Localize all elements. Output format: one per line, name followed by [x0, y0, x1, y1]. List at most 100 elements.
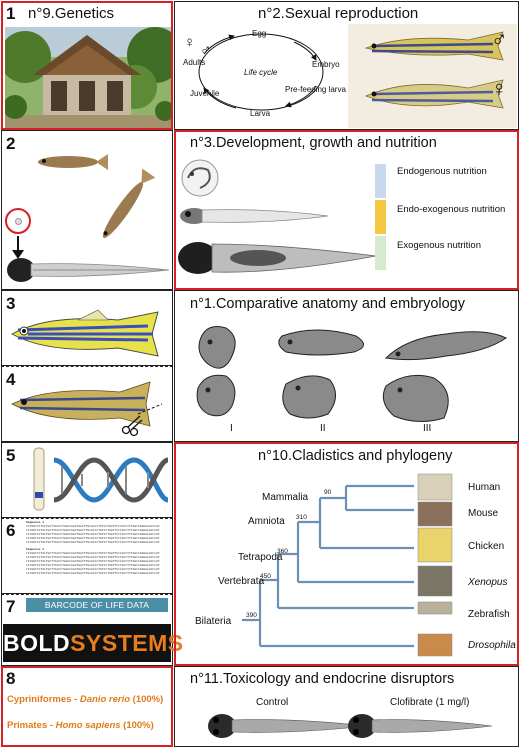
clade-amniota: Amniota: [248, 516, 285, 527]
age-vertebrata: 450: [260, 573, 271, 580]
stage-adults: Adults: [183, 58, 206, 67]
embryo-stage: [181, 159, 219, 197]
clofibrate-larva: [348, 714, 493, 738]
embryo-III-bottom: [382, 374, 449, 422]
embryo-II-top: [278, 329, 364, 356]
divider-5-6: [1, 518, 173, 519]
barcode-result-human: Primates - Homo sapiens (100%): [7, 720, 154, 731]
adult-fish-top: [38, 154, 108, 170]
divider-3-4: [1, 366, 173, 367]
dna-tube-and-helix: [33, 447, 169, 511]
legend-swatch-endo-exogenous: [375, 200, 386, 234]
embryo-III-top: [384, 331, 507, 361]
scissors-icon: [121, 403, 163, 437]
taxon-drosophila: Drosophila: [468, 640, 516, 651]
stage-larva: Larva: [250, 109, 271, 118]
bold-systems-logo: BOLDSYSTEMS: [3, 624, 183, 662]
age-tetrapoda: 360: [277, 548, 288, 555]
taxon-chicken: Chicken: [468, 541, 505, 552]
panel-barcode-results: [1, 666, 173, 747]
panel-5-number: 5: [6, 446, 16, 465]
sequence-line: CCTAGTCCTACTGCTTACCCTAGCCGGCTGACTTGCACCC…: [26, 536, 160, 540]
zebrafish-thumb-image: [417, 601, 453, 615]
cladistics-title: n°10.Cladistics and phylogeny: [258, 448, 453, 464]
taxon-mouse: Mouse: [468, 508, 499, 519]
bold-logo-right: SYSTEMS: [70, 630, 184, 656]
panel-1-number: 1: [6, 4, 16, 23]
development-stages-images: [178, 159, 377, 274]
age-bilateria: 390: [246, 612, 257, 619]
sequence-line: CCTAGTCCTACTGCTTACCCTAGCCGGCTGACTTGCACCC…: [26, 532, 160, 536]
embryo-I-top: [198, 326, 236, 369]
sequence-line: CCTAGTCCTACTGCTTACCCTAGCCGGCTGACTTGCACCC…: [26, 559, 160, 563]
embryo-II-bottom: [282, 375, 336, 419]
egg-dot: [15, 218, 22, 225]
panel-3: [1, 290, 173, 366]
toxicology-larvae-images: [208, 714, 493, 738]
sequence-header-2: Sequence 2: [26, 547, 45, 551]
adult-fish-diagonal: [102, 168, 156, 239]
clade-bilateria: Bilateria: [195, 616, 232, 627]
stage-prefeeding-larva: Pre-feeding larva: [285, 85, 346, 94]
stage-egg: Egg: [252, 29, 267, 38]
sequence-line: CCTAGTCCTACTGCTTACCCTAGCCGGCTGACTTGCACCC…: [26, 551, 160, 555]
control-larva: [208, 714, 367, 738]
age-mammalia: 90: [324, 489, 332, 496]
control-label: Control: [256, 697, 289, 708]
mouse-image: [417, 501, 453, 527]
clofibrate-label: Clofibrate (1 mg/l): [390, 697, 470, 708]
taxon-zebrafish: Zebrafish: [468, 609, 510, 620]
panel-7: [1, 594, 173, 666]
house-image: [5, 27, 171, 128]
stage-embryo: Embryo: [312, 60, 340, 69]
sequence-line: CCTAGTCCTACTGCTTACCCTAGCCGGCTGACTTGCACCC…: [26, 563, 160, 567]
legend-label-exogenous: Exogenous nutrition: [397, 240, 481, 251]
house-photo: [5, 27, 171, 128]
divider-6-7: [1, 594, 173, 595]
bold-logo-left: BOLD: [3, 630, 71, 656]
sequence-line: CCTAGTCCTACTGCTTACCCTAGCCGGCTGACTTGCACCC…: [26, 524, 160, 528]
sequence-line: CCTAGTCCTACTGCTTACCCTAGCCGGCTGACTTGCACCC…: [26, 540, 160, 544]
panel-8-number: 8: [6, 669, 16, 688]
bold-banner: BARCODE OF LIFE DATA SYSTEM: [26, 598, 168, 624]
panel-sexual-reproduction: [174, 1, 519, 130]
sequence-line: CCTAGTCCTACTGCTTACCCTAGCCGGCTGACTTGCACCC…: [26, 555, 160, 559]
panel-5: [1, 442, 173, 518]
male-zebrafish: [364, 31, 504, 61]
comparative-anatomy-title: n°1.Comparative anatomy and embryology: [190, 296, 465, 312]
sequence-line: CCTAGTCCTACTGCTTACCCTAGCCGGCTGACTTGCACCC…: [26, 567, 160, 571]
panel-4-number: 4: [6, 370, 16, 389]
adult-pair-image: [364, 31, 504, 109]
late-larva-stage: [178, 242, 377, 274]
larva-stage: [180, 208, 329, 224]
legend-label-endo-exogenous: Endo-exogenous nutrition: [397, 204, 506, 215]
panel-cladistics: [174, 442, 519, 666]
embryo-stage-I: I: [230, 423, 233, 434]
barcode-result-zebrafish: Cypriniformes - Danio rerio (100%): [7, 694, 164, 705]
xenopus-image: [417, 565, 453, 597]
phylogenetic-tree: [242, 473, 453, 657]
legend-label-endogenous: Endogenous nutrition: [397, 166, 487, 177]
toxicology-title: n°11.Toxicology and endocrine disruptors: [190, 671, 455, 687]
sequence-line: CCTAGTCCTACTGCTTACCCTAGCCGGCTGACTTGCACCC…: [26, 571, 160, 575]
development-title: n°3.Development, growth and nutrition: [190, 135, 437, 151]
sexual-reproduction-title: n°2.Sexual reproduction: [258, 5, 419, 22]
taxon-xenopus: Xenopus: [468, 577, 508, 588]
dna-helix-icon: [53, 457, 169, 503]
panel-genetics: [1, 1, 173, 130]
female-symbol-cycle: ♀: [184, 34, 196, 51]
clade-vertebrata: Vertebrata: [218, 576, 265, 587]
panel-6: [1, 518, 173, 594]
human-image: [417, 473, 453, 501]
panel-4: [1, 366, 173, 442]
embryo-drawings: [196, 326, 507, 422]
panel-3-number: 3: [6, 294, 16, 313]
legend-swatch-exogenous: [375, 236, 386, 270]
sequence-text-block: Sequence 1 CCTAGTCCTACTGCTTACCCTAGCCGGCT…: [26, 520, 170, 592]
embryo-stage-III: III: [423, 423, 432, 434]
stage-juvenile: Juvenile: [190, 89, 220, 98]
arrow-down-icon: [12, 236, 24, 259]
chicken-image: [417, 527, 453, 563]
sequence-line: CCTAGTCCTACTGCTTACCCTAGCCGGCTGACTTGCACCC…: [26, 528, 160, 532]
panel-development: [174, 130, 519, 290]
